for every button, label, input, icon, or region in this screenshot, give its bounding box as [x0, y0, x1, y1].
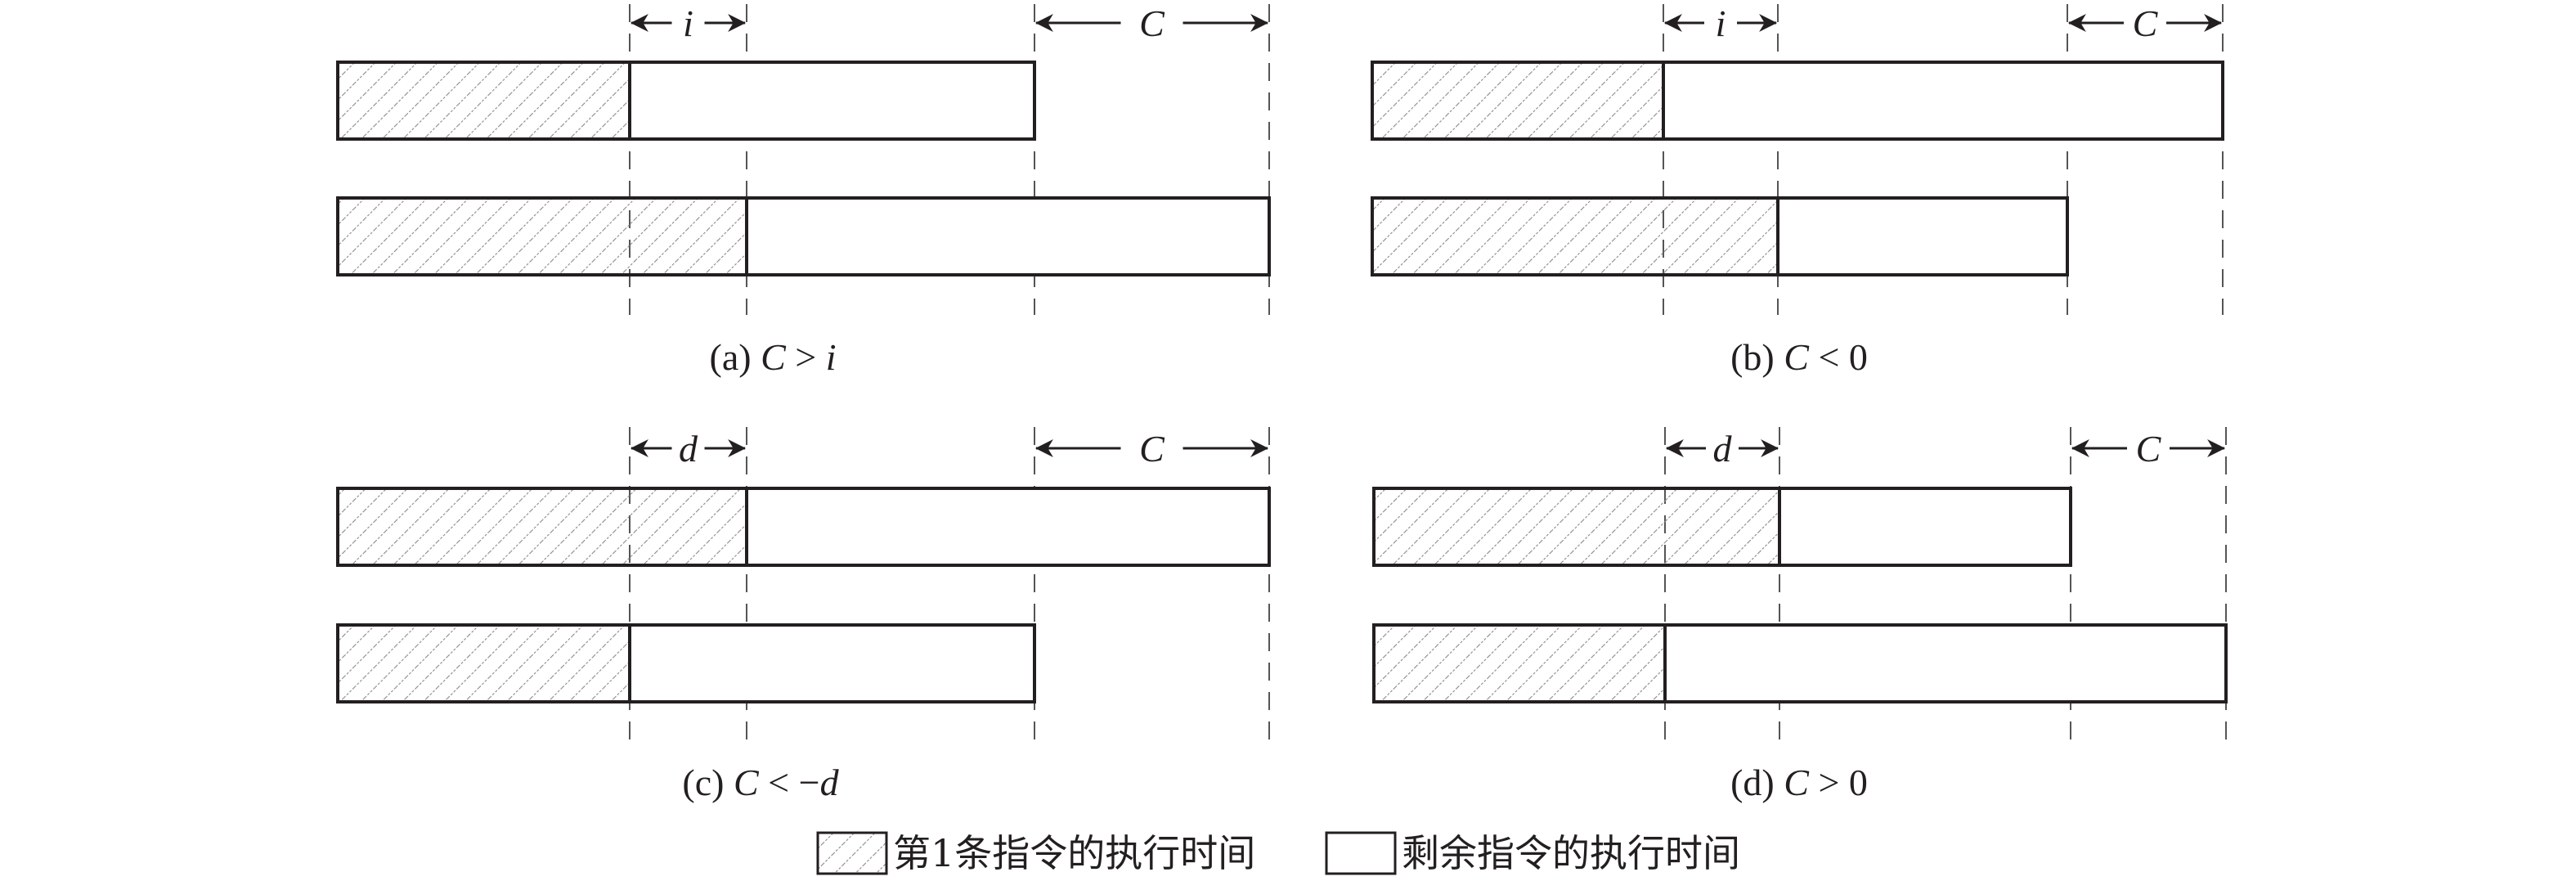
span-marker-2: C	[2071, 428, 2226, 470]
remaining-instructions-segment	[1778, 487, 2072, 567]
span-label-1: i	[1716, 2, 1726, 44]
span-label-2: C	[1139, 428, 1165, 470]
caption-label: (c)	[682, 762, 734, 803]
caption-rhs: 0	[1849, 336, 1868, 378]
caption-minus: −	[799, 762, 820, 803]
remaining-instructions-segment	[745, 487, 1271, 567]
first-instruction-segment	[1371, 61, 1665, 141]
instruction-bar-row-1	[1372, 487, 2072, 567]
caption-var: C	[1784, 762, 1810, 803]
caption-op: <	[1809, 336, 1849, 378]
remaining-instructions-segment	[1776, 196, 2069, 276]
first-instruction-segment	[1372, 487, 1781, 567]
panel-caption: (a) C > i	[710, 336, 837, 378]
legend-plain-label: 剩余指令的执行时间	[1402, 831, 1740, 875]
caption-op: <	[759, 762, 799, 803]
span-label-1: i	[683, 2, 693, 44]
panel-caption: (c) C < −d	[682, 762, 839, 803]
caption-op: >	[786, 336, 826, 378]
first-instruction-segment	[1372, 623, 1667, 703]
caption-op: >	[1809, 762, 1849, 803]
instruction-bar-row-1	[336, 487, 1271, 567]
first-instruction-segment	[336, 61, 631, 141]
span-marker-2: C	[1034, 2, 1269, 44]
span-label-2: C	[1139, 2, 1165, 44]
span-marker-2: C	[2067, 2, 2223, 44]
legend: 第1条指令的执行时间 剩余指令的执行时间	[816, 831, 1740, 875]
instruction-bar-row-2	[336, 623, 1036, 703]
caption-rhs: i	[826, 336, 837, 378]
panel-caption: (d) C > 0	[1730, 762, 1868, 803]
remaining-instructions-segment	[628, 623, 1036, 703]
legend-hatched-label: 第1条指令的执行时间	[893, 831, 1255, 875]
span-label-1: d	[679, 428, 698, 470]
span-marker-2: C	[1034, 428, 1269, 470]
remaining-instructions-segment	[1662, 61, 2224, 141]
span-label-2: C	[2133, 2, 2159, 44]
remaining-instructions-segment	[628, 61, 1036, 141]
first-instruction-segment	[336, 196, 748, 276]
span-marker-1: i	[1663, 2, 1778, 44]
span-marker-1: d	[630, 428, 747, 470]
span-label-2: C	[2136, 428, 2162, 470]
span-marker-1: d	[1665, 428, 1779, 470]
first-instruction-segment	[1371, 196, 1779, 276]
remaining-instructions-segment	[745, 196, 1271, 276]
caption-var: C	[761, 336, 787, 378]
span-marker-1: i	[630, 2, 747, 44]
caption-var: C	[734, 762, 760, 803]
first-instruction-segment	[336, 623, 631, 703]
first-instruction-segment	[336, 487, 748, 567]
caption-rhs: d	[820, 762, 840, 803]
legend-hatched-swatch	[816, 831, 888, 875]
caption-rhs: 0	[1849, 762, 1868, 803]
legend-plain-swatch	[1325, 831, 1397, 875]
instruction-bar-row-2	[336, 196, 1271, 276]
caption-label: (b)	[1730, 336, 1784, 378]
instruction-bar-row-2	[1371, 196, 2069, 276]
instruction-bar-row-1	[1371, 61, 2224, 141]
remaining-instructions-segment	[1663, 623, 2228, 703]
caption-label: (a)	[710, 336, 761, 378]
caption-var: C	[1784, 336, 1810, 378]
instruction-bar-row-1	[336, 61, 1036, 141]
caption-label: (d)	[1730, 762, 1784, 803]
panel-caption: (b) C < 0	[1730, 336, 1868, 378]
instruction-bar-row-2	[1372, 623, 2228, 703]
span-label-1: d	[1713, 428, 1733, 470]
